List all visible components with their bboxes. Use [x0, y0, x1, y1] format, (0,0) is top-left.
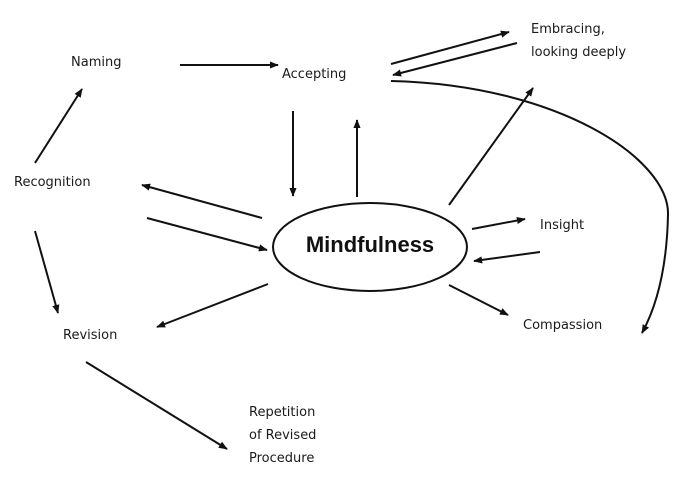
- edge-recognition-revision: [34, 230, 60, 314]
- edge-mindfulness-compassion: [448, 284, 509, 316]
- edge-insight-mindfulness: [473, 251, 541, 264]
- edge-mindfulness-embracing: [448, 87, 534, 206]
- node-repetition-line3: Procedure: [249, 451, 315, 466]
- node-embracing-line1: Embracing,: [531, 22, 605, 37]
- node-embracing-line2: looking deeply: [531, 45, 627, 60]
- edge-recognition-naming: [34, 88, 83, 164]
- edge-accepting-compassion-curve: [390, 80, 670, 334]
- node-revision: Revision: [63, 328, 118, 343]
- center-node-mindfulness: Mindfulness: [305, 232, 435, 257]
- edge-mindfulness-recognition: [141, 183, 263, 219]
- node-insight: Insight: [540, 218, 585, 233]
- edge-mindfulness-insight: [471, 216, 526, 230]
- node-repetition-line2: of Revised: [249, 428, 317, 443]
- edge-recognition-mindfulness: [146, 217, 268, 252]
- node-repetition-line1: Repetition: [249, 405, 316, 420]
- node-accepting: Accepting: [282, 67, 347, 82]
- mindfulness-ellipse: [272, 202, 468, 292]
- node-compassion: Compassion: [523, 318, 603, 333]
- edge-revision-repetition: [85, 361, 228, 450]
- node-naming: Naming: [71, 55, 122, 70]
- edge-embracing-accepting: [392, 42, 518, 77]
- node-recognition: Recognition: [14, 175, 91, 190]
- edge-accepting-embracing: [390, 30, 510, 65]
- edge-mindfulness-revision: [156, 283, 269, 328]
